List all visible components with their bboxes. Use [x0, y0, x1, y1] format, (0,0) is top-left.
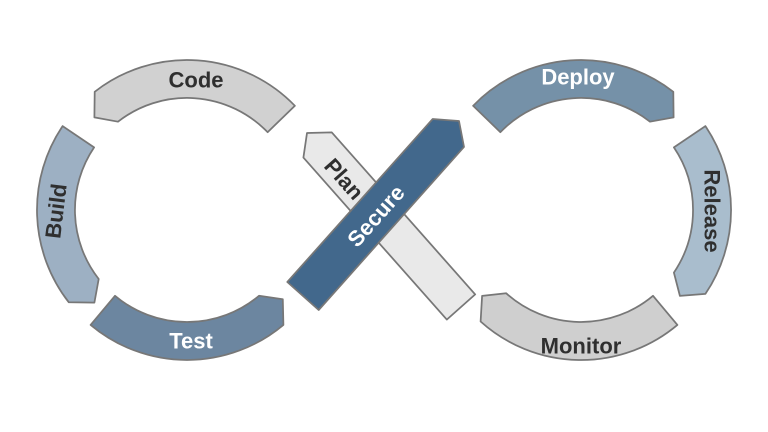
- test-arrow-shape: [89, 294, 285, 361]
- segment-monitor: Monitor: [479, 292, 679, 361]
- segment-build: Build: [36, 125, 100, 304]
- release-arrow-shape: [673, 125, 732, 297]
- segment-release: Release: [673, 125, 732, 297]
- build-arrow-shape: [36, 125, 100, 304]
- deploy-arrow-shape: [472, 59, 675, 134]
- segment-code: Code: [93, 59, 296, 134]
- segment-test: Test: [89, 294, 285, 361]
- code-arrow-shape: [93, 59, 296, 134]
- secure-arrow-shape: [286, 118, 465, 311]
- monitor-arrow-shape: [479, 292, 679, 361]
- segment-deploy: Deploy: [472, 59, 675, 134]
